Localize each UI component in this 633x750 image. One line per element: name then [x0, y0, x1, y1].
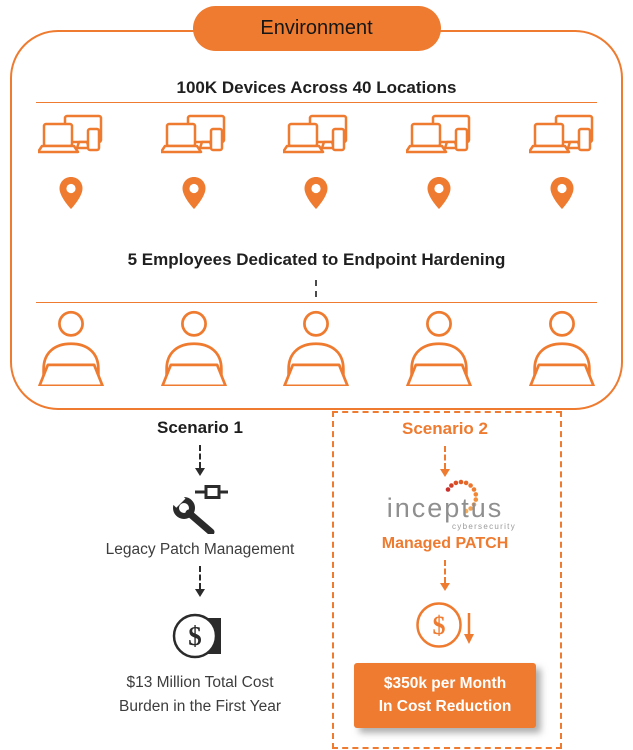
employee-icon	[399, 310, 479, 391]
inceptus-logo: inceptus cybersecurity	[360, 479, 530, 531]
legacy-patch-label: Legacy Patch Management	[105, 541, 295, 558]
employee-icon	[522, 310, 602, 391]
scenario1-result-text: $13 Million Total Cost Burden in the Fir…	[119, 671, 281, 719]
device-icon	[282, 114, 349, 169]
device-icon	[159, 114, 227, 169]
tools-icon	[171, 482, 229, 534]
savings-result-box: $350k per Month In Cost Reduction	[354, 663, 536, 728]
dollar-glyph: $	[433, 611, 446, 640]
devices-row	[10, 114, 623, 169]
employee-icon	[31, 310, 111, 391]
logo-dots-arc	[445, 479, 479, 514]
logo-wordmark: inceptus	[386, 493, 504, 523]
result-line: $13 Million Total Cost	[126, 674, 274, 691]
divider-tick	[315, 280, 317, 297]
pins-row	[10, 176, 623, 215]
device-icon	[404, 114, 472, 169]
result-line: Burden in the First Year	[119, 698, 281, 716]
arrow-down-icon	[195, 445, 205, 476]
location-pin-icon	[426, 176, 452, 215]
scenario1-column: Scenario 1 Legacy Patch Management $ $13	[90, 418, 310, 719]
environment-label: Environment	[260, 17, 373, 39]
device-icon	[527, 114, 595, 169]
managed-patch-label: Managed PATCH	[381, 535, 509, 552]
dollar-glyph: $	[188, 621, 202, 651]
employees-heading: 5 Employees Dedicated to Endpoint Harden…	[127, 250, 506, 269]
employee-icon	[154, 310, 234, 391]
arrow-down-icon	[440, 560, 450, 591]
scenario1-title: Scenario 1	[157, 418, 243, 437]
divider-line	[36, 102, 597, 103]
result-line: In Cost Reduction	[378, 698, 512, 716]
scenario2-column: Scenario 2 inceptus cybersecurity Manag	[332, 419, 558, 728]
location-pin-icon	[549, 176, 575, 215]
location-pin-icon	[181, 176, 207, 215]
cost-burden-icon: $	[172, 603, 228, 663]
divider-line	[36, 302, 597, 303]
employees-row	[10, 310, 623, 391]
location-pin-icon	[303, 176, 329, 215]
logo-tagline: cybersecurity	[451, 522, 516, 531]
employee-icon	[276, 310, 356, 391]
location-pin-icon	[58, 176, 84, 215]
arrow-down-icon	[195, 566, 205, 597]
cost-reduction-icon: $	[413, 597, 477, 653]
arrow-down-icon	[440, 446, 450, 477]
devices-heading: 100K Devices Across 40 Locations	[176, 78, 457, 97]
device-icon	[37, 114, 104, 169]
scenario2-title: Scenario 2	[402, 419, 488, 438]
environment-badge: Environment	[192, 6, 441, 51]
result-line: $350k per Month	[383, 675, 507, 692]
